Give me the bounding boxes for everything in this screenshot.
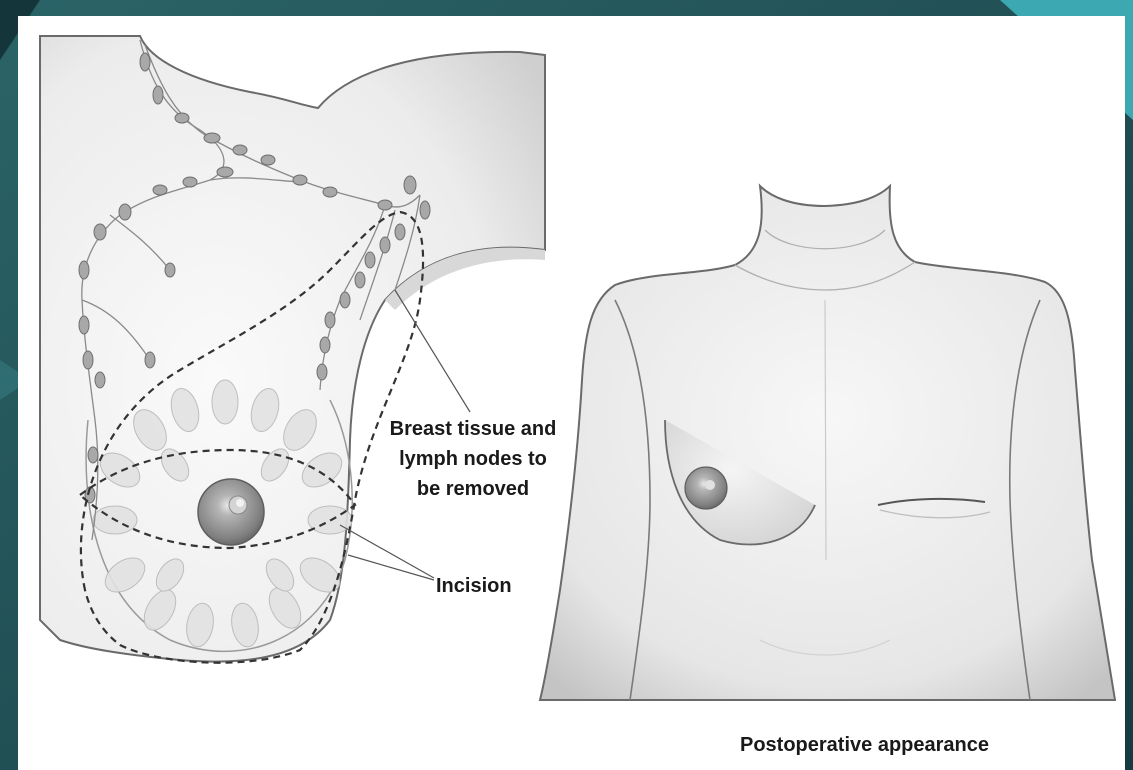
postoperative-appearance-caption: Postoperative appearance (740, 730, 989, 760)
right-diagram (540, 186, 1115, 700)
left-diagram (40, 36, 545, 663)
label-line-1: Breast tissue and (358, 414, 588, 444)
incision-label: Incision (436, 571, 512, 601)
breast-tissue-lymph-nodes-label: Breast tissue and lymph nodes to be remo… (358, 414, 588, 504)
label-line-2: lymph nodes to (358, 444, 588, 474)
label-line-3: be removed (358, 474, 588, 504)
